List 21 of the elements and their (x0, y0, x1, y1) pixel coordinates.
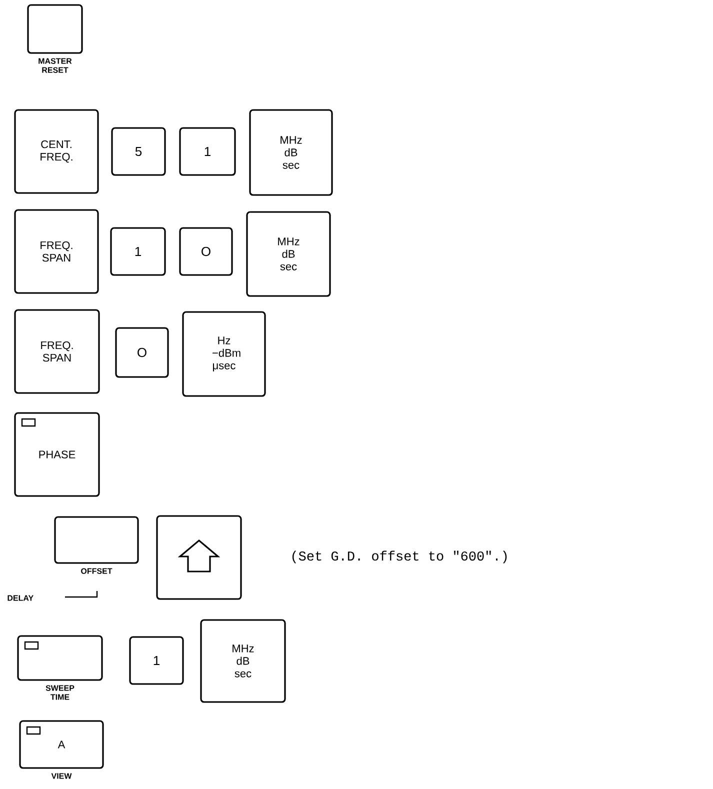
key: 1 (179, 127, 236, 176)
key: 5 (111, 127, 166, 176)
key: 1 (110, 227, 166, 276)
key: PHASE (14, 412, 100, 497)
key: FREQ. SPAN (14, 309, 100, 394)
key: 1 (129, 636, 184, 685)
shift-label: DELAY (8, 591, 98, 601)
key: O (179, 227, 233, 276)
key: MHz dB sec (249, 109, 333, 196)
key: O (115, 327, 169, 378)
key-label: MASTER RESET (38, 58, 72, 73)
key: MHz dB sec (200, 619, 286, 703)
key: A (19, 720, 104, 769)
key-label: SWEEP TIME (46, 685, 74, 700)
key: CENT. FREQ. (14, 109, 99, 194)
key: MHz dB sec (246, 211, 331, 297)
key: Hz −dBm μsec (182, 311, 266, 397)
key-label: VIEW (51, 773, 72, 779)
key: FREQ. SPAN (14, 209, 99, 294)
note: (Set G.D. offset to "600".) (292, 550, 507, 564)
key-label: OFFSET (81, 568, 112, 574)
